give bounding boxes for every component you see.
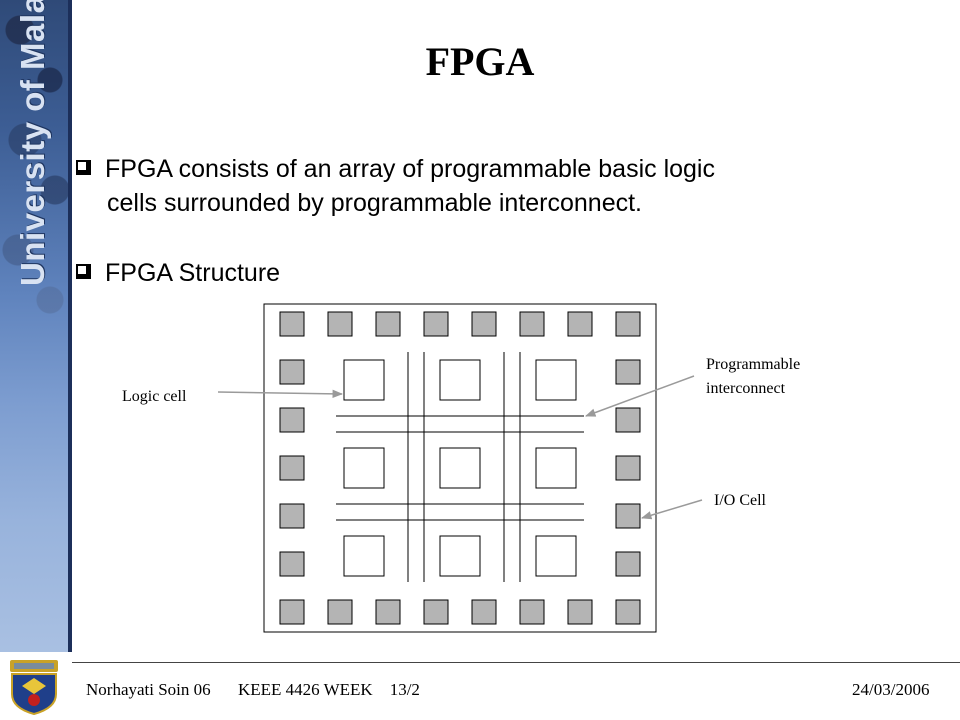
- footer-course: KEEE 4426 WEEK 13/2: [238, 680, 420, 699]
- footer-date: 24/03/2006: [852, 680, 930, 699]
- interconnect-arrow: [585, 375, 695, 417]
- io-cell-top: [327, 311, 353, 337]
- io-cell-right: [615, 359, 641, 385]
- logic-cell: [343, 447, 385, 489]
- banner-photo: [0, 0, 72, 320]
- programmable-interconnect: [336, 352, 584, 582]
- slide-title: FPGA: [425, 39, 535, 84]
- io-cell-right: [615, 407, 641, 433]
- logic-cell: [535, 447, 577, 489]
- io-cell-label: I/O Cell: [714, 492, 766, 509]
- io-cell-right: [615, 455, 641, 481]
- io-cell-top: [519, 311, 545, 337]
- io-cell-top: [615, 311, 641, 337]
- logic-cell: [343, 535, 385, 577]
- logic-cell-arrow: [217, 389, 344, 399]
- io-cell-left: [279, 455, 305, 481]
- checkbox-bullet-icon: [76, 264, 91, 279]
- io-cell-bottom: [375, 599, 401, 625]
- io-cell-top: [471, 311, 497, 337]
- io-cell-top: [567, 311, 593, 337]
- footer-divider: [72, 662, 960, 663]
- logic-cell-label: Logic cell: [122, 388, 187, 405]
- io-cell-bottom: [327, 599, 353, 625]
- bullet-text-line2: cells surrounded by programmable interco…: [107, 189, 642, 217]
- io-cell-bottom: [567, 599, 593, 625]
- io-cell-bottom: [471, 599, 497, 625]
- io-cell-left: [279, 599, 305, 625]
- logic-cell: [535, 359, 577, 401]
- logic-cells: [343, 359, 577, 577]
- logic-cell: [343, 359, 385, 401]
- logic-cell: [535, 535, 577, 577]
- footer-author: Norhayati Soin 06: [86, 680, 211, 699]
- university-crest-icon: [10, 660, 58, 716]
- interconnect-label-line1: Programmable: [706, 356, 801, 373]
- io-cell-left: [279, 503, 305, 529]
- logic-cell: [439, 535, 481, 577]
- io-cells: [279, 311, 641, 625]
- bullet-text: FPGA Structure: [105, 259, 281, 287]
- interconnect-label-line2: interconnect: [706, 380, 786, 397]
- io-cell-arrow: [640, 499, 703, 520]
- io-cell-right: [615, 503, 641, 529]
- io-cell-top: [279, 311, 305, 337]
- io-cell-top: [423, 311, 449, 337]
- bullet-fpga-structure: FPGA Structure: [76, 256, 280, 290]
- io-cell-bottom: [519, 599, 545, 625]
- io-cell-left: [279, 551, 305, 577]
- io-cell-right: [615, 599, 641, 625]
- banner-stripe: [68, 0, 72, 652]
- io-cell-left: [279, 359, 305, 385]
- bullet-fpga-definition: FPGA consists of an array of programmabl…: [76, 152, 715, 220]
- logic-cell: [439, 447, 481, 489]
- io-cell-bottom: [423, 599, 449, 625]
- university-banner: University of Malaya: [0, 0, 72, 652]
- io-cell-right: [615, 551, 641, 577]
- io-cell-top: [375, 311, 401, 337]
- bullet-text-line1: FPGA consists of an array of programmabl…: [105, 155, 715, 183]
- logic-cell: [439, 359, 481, 401]
- io-cell-left: [279, 407, 305, 433]
- checkbox-bullet-icon: [76, 160, 91, 175]
